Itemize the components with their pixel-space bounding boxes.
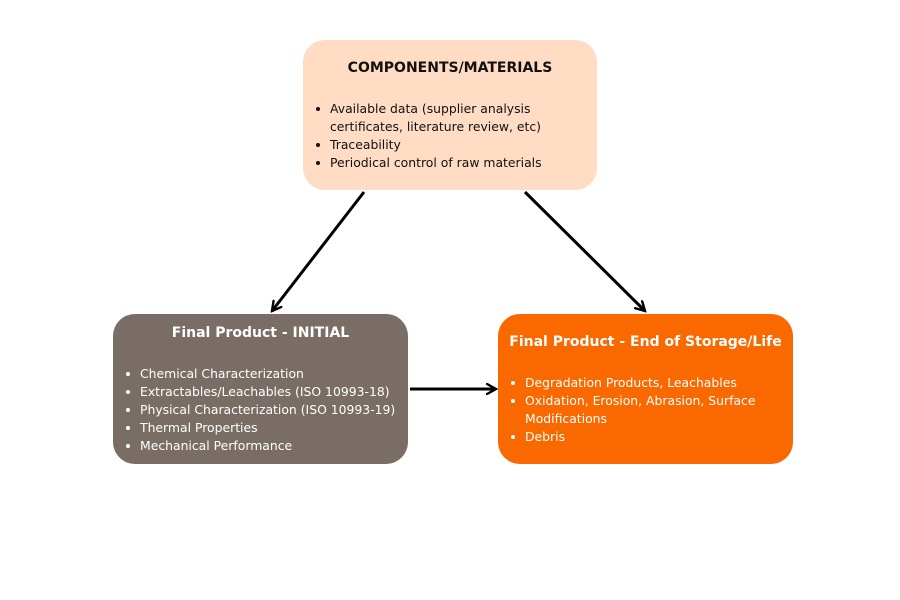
list-item: Extractables/Leachables (ISO 10993-18) bbox=[125, 383, 395, 401]
list-item-continuation: Modifications bbox=[525, 411, 607, 426]
list-item: Periodical control of raw materials bbox=[315, 154, 542, 172]
list-item: Debris bbox=[510, 428, 755, 446]
list-item-continuation: certificates, literature review, etc) bbox=[330, 119, 541, 134]
final-product-end-of-life-title: Final Product - End of Storage/Life bbox=[509, 334, 782, 350]
components-materials-list: Available data (supplier analysis certif… bbox=[315, 100, 542, 172]
final-product-initial-title: Final Product - INITIAL bbox=[171, 325, 350, 341]
list-item: Chemical Characterization bbox=[125, 365, 395, 383]
list-item: Traceability bbox=[315, 136, 542, 154]
list-item: Thermal Properties bbox=[125, 419, 395, 437]
final-product-end-of-life-list: Degradation Products, Leachables Oxidati… bbox=[510, 374, 755, 446]
final-product-initial-list: Chemical Characterization Extractables/L… bbox=[125, 365, 395, 455]
list-item: Mechanical Performance bbox=[125, 437, 395, 455]
arrow-components-to-end-of-life bbox=[523, 190, 645, 311]
final-product-initial-box: Final Product - INITIAL Chemical Charact… bbox=[113, 314, 408, 464]
components-materials-title: COMPONENTS/MATERIALS bbox=[347, 60, 553, 76]
components-materials-box: COMPONENTS/MATERIALS Available data (sup… bbox=[303, 40, 597, 190]
list-item: Available data (supplier analysis bbox=[315, 100, 542, 118]
list-item: Degradation Products, Leachables bbox=[510, 374, 755, 392]
final-product-end-of-life-box: Final Product - End of Storage/Life Degr… bbox=[498, 314, 793, 464]
arrow-components-to-initial bbox=[272, 191, 366, 311]
list-item: Physical Characterization (ISO 10993-19) bbox=[125, 401, 395, 419]
list-item: Oxidation, Erosion, Abrasion, Surface bbox=[510, 392, 755, 410]
